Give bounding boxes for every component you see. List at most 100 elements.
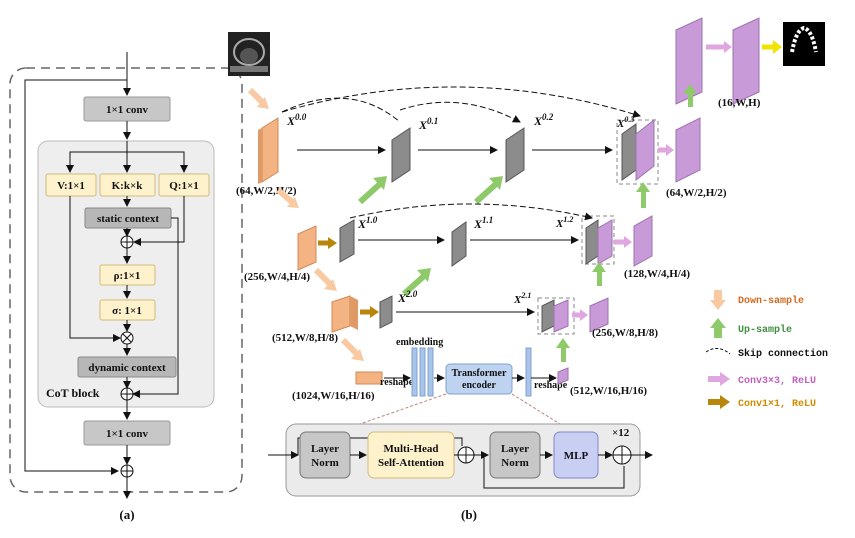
x21-label: X bbox=[513, 294, 522, 306]
mhsa-b: Self-Attention bbox=[378, 457, 444, 469]
cot-block-title: CoT block bbox=[46, 386, 100, 400]
x03-sup: 0.3 bbox=[624, 115, 634, 124]
x20-label: X bbox=[397, 291, 407, 305]
legend-down: Down-sample bbox=[710, 290, 804, 310]
cube-x11 bbox=[451, 221, 467, 267]
sigma-box: σ: 1×1 bbox=[99, 299, 156, 321]
svg-text:X0.1: X0.1 bbox=[418, 116, 438, 132]
reshape-left: reshape bbox=[380, 377, 414, 388]
conv-top-box: 1×1 conv bbox=[83, 96, 171, 122]
mhsa-box bbox=[367, 431, 455, 479]
x10-label: X bbox=[357, 217, 367, 231]
legend-conv33: Conv3×3, ReLU bbox=[708, 372, 816, 387]
dim-r3: (512,W/16,H/16) bbox=[570, 385, 647, 397]
x11-sup: 1.1 bbox=[482, 215, 493, 225]
dim-r1: (128,W/4,H/4) bbox=[624, 268, 690, 280]
x01-sup: 0.1 bbox=[427, 116, 438, 126]
cube-x10 bbox=[297, 225, 317, 271]
x00-sup: 0.0 bbox=[295, 112, 307, 122]
embedding-label: embedding bbox=[396, 337, 443, 348]
cube-x10b bbox=[339, 219, 355, 263]
encoder-label-2: encoder bbox=[462, 380, 496, 391]
cube-x21 bbox=[541, 299, 569, 333]
legend-skip: Skip connection bbox=[705, 348, 828, 360]
ln2-b: Norm bbox=[501, 457, 529, 469]
sum-circle-1 bbox=[120, 387, 134, 401]
repeat-label: ×12 bbox=[612, 427, 630, 439]
transformer-encoder-box: Transformer encoder bbox=[445, 363, 513, 395]
x03-label: X bbox=[616, 118, 625, 130]
dim-l1: (256,W/4,H/4) bbox=[244, 271, 310, 283]
encoder-detail: Layer Norm Multi-Head Self-Attention Lay… bbox=[268, 423, 653, 497]
concat-circle-1 bbox=[120, 235, 134, 249]
ln1-b: Norm bbox=[311, 457, 339, 469]
q-box: Q:1×1 bbox=[158, 173, 210, 197]
x21-dashed-group bbox=[537, 297, 575, 335]
x21-sup: 2.1 bbox=[520, 291, 531, 300]
legend-up-label: Up-sample bbox=[738, 324, 792, 336]
svg-text:X0.3: X0.3 bbox=[616, 115, 634, 130]
cube-r2 bbox=[589, 297, 609, 333]
cube-r1 bbox=[633, 215, 653, 267]
cube-r0 bbox=[675, 117, 701, 183]
x02-label: X bbox=[533, 114, 543, 128]
legend-conv11: Conv1×1, ReLU bbox=[708, 395, 816, 410]
svg-text:X0.2: X0.2 bbox=[533, 112, 554, 128]
conv-bottom-label: 1×1 conv bbox=[106, 428, 149, 440]
x20-sup: 2.0 bbox=[405, 289, 418, 299]
sigma-label: σ: 1×1 bbox=[112, 305, 142, 317]
cube-x12 bbox=[585, 219, 613, 265]
x12-sup: 1.2 bbox=[563, 215, 573, 224]
reshape-right: reshape bbox=[534, 380, 568, 391]
ln1-a: Layer bbox=[311, 443, 339, 455]
caption-b: (b) bbox=[461, 507, 477, 522]
k-box: K:k×k bbox=[99, 173, 156, 197]
top-purple-2 bbox=[732, 17, 760, 105]
cube-r3 bbox=[557, 367, 569, 385]
embedding-bars bbox=[411, 347, 434, 397]
x02-sup: 0.2 bbox=[542, 112, 554, 122]
svg-text:X2.0: X2.0 bbox=[397, 289, 418, 305]
v-box: V:1×1 bbox=[45, 173, 97, 197]
x11-label: X bbox=[473, 217, 483, 231]
svg-text:X1.1: X1.1 bbox=[473, 215, 493, 231]
dim-l2: (512,W/8,H/8) bbox=[272, 332, 338, 344]
static-context-label: static context bbox=[97, 213, 159, 225]
mhsa-a: Multi-Head bbox=[384, 443, 439, 455]
dim-r0: (64,W/2,H/2) bbox=[666, 187, 727, 199]
panel-b: (16,W,H) X0.0 (64,W/2,H/2) X0.1 X0.2 X0.… bbox=[228, 17, 825, 522]
legend-conv11-label: Conv1×1, ReLU bbox=[738, 399, 816, 410]
static-context-box: static context bbox=[84, 207, 172, 229]
conv-top-label: 1×1 conv bbox=[106, 104, 149, 116]
multiply-circle bbox=[120, 331, 134, 345]
output-mask-image bbox=[783, 22, 825, 66]
dynamic-context-label: dynamic context bbox=[88, 362, 166, 374]
legend-up: Up-sample bbox=[710, 318, 792, 338]
encoder-sum-2 bbox=[612, 445, 632, 465]
right-bars bbox=[525, 347, 532, 397]
encoder-sum-1 bbox=[457, 446, 475, 464]
panel-a: 1×1 conv V:1×1 K:k×k Q:1×1 static contex… bbox=[9, 52, 243, 522]
layer-norm-2 bbox=[489, 431, 541, 479]
legend: Down-sample Up-sample Skip connection Co… bbox=[705, 290, 828, 410]
mlp-label: MLP bbox=[564, 450, 589, 462]
cube-x00 bbox=[258, 117, 279, 184]
svg-text:X1.2: X1.2 bbox=[555, 215, 573, 230]
dim-r2: (256,W/8,H/8) bbox=[592, 327, 658, 339]
dim-top: (16,W,H) bbox=[718, 97, 761, 109]
residual-sum-circle bbox=[120, 464, 134, 478]
ln2-a: Layer bbox=[501, 443, 529, 455]
cube-x20b bbox=[379, 295, 393, 329]
top-purple-1 bbox=[675, 17, 703, 105]
conv-bottom-box: 1×1 conv bbox=[83, 420, 171, 446]
x01-label: X bbox=[418, 118, 428, 132]
legend-skip-label: Skip connection bbox=[738, 348, 828, 360]
legend-down-label: Down-sample bbox=[738, 295, 804, 307]
cube-x30 bbox=[355, 371, 383, 385]
svg-text:X1.0: X1.0 bbox=[357, 215, 378, 231]
k-label: K:k×k bbox=[112, 180, 144, 192]
rho-label: ρ:1×1 bbox=[114, 270, 141, 282]
cube-x01 bbox=[391, 127, 411, 183]
